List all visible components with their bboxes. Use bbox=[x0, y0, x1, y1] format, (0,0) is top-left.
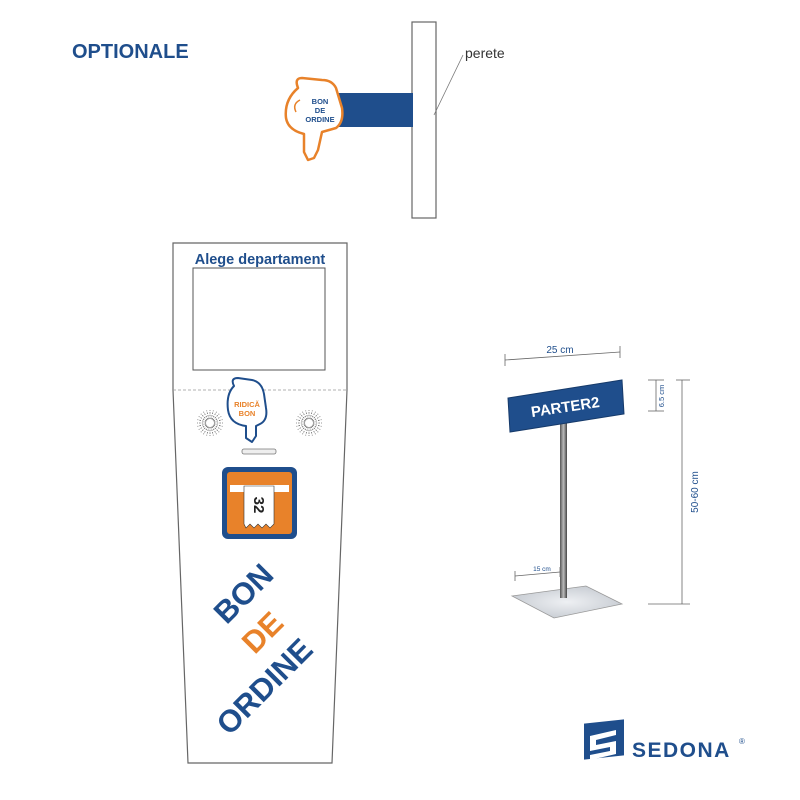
hand-sign-line2: DE bbox=[315, 106, 325, 115]
base-dimension-line bbox=[514, 571, 561, 577]
brand-name: SEDONA bbox=[632, 739, 731, 762]
base-label: 15 cm bbox=[533, 566, 551, 573]
hand-label-line1: RIDICĂ bbox=[234, 400, 260, 409]
left-speaker-icon bbox=[197, 410, 223, 436]
total-height-label: 50-60 cm bbox=[690, 471, 701, 513]
ticket-printer-icon bbox=[222, 467, 297, 539]
wall-label: perete bbox=[465, 45, 505, 61]
stand-pole bbox=[560, 418, 567, 598]
wall-panel bbox=[411, 21, 437, 219]
sedona-logo: SEDONA ® bbox=[584, 719, 745, 762]
wall-mounted-sign: perete BON DE ORDINE bbox=[284, 21, 505, 219]
sign-height-label: 6.5 cm bbox=[657, 385, 666, 408]
ticket-slot bbox=[241, 448, 277, 455]
kiosk-title: Alege departament bbox=[195, 252, 326, 268]
width-label: 25 cm bbox=[546, 345, 573, 356]
hand-label-line2: BON bbox=[239, 409, 256, 418]
floor-stand: 25 cm PARTER2 6.5 cm 50-60 cm 15 cm bbox=[504, 345, 701, 619]
hand-sign-line3: ORDINE bbox=[305, 115, 334, 124]
hand-sign-line1: BON bbox=[312, 97, 329, 106]
heading: OPTIONALE bbox=[72, 41, 189, 63]
width-dimension-line bbox=[504, 351, 621, 361]
kiosk-touchscreen bbox=[192, 267, 326, 371]
stand-sign-board bbox=[507, 379, 625, 433]
ridica-bon-hand-icon bbox=[226, 377, 268, 443]
wall-leader-line bbox=[433, 54, 464, 116]
ticket-kiosk: Alege departament RIDICĂ BON 32 BON DE O… bbox=[172, 242, 348, 764]
pointing-hand-icon bbox=[284, 76, 344, 162]
mounting-arm bbox=[336, 93, 413, 127]
sedona-emblem-icon bbox=[584, 719, 624, 760]
ticket-number: 32 bbox=[250, 497, 267, 514]
right-speaker-icon bbox=[296, 410, 322, 436]
brand-registered-mark: ® bbox=[739, 737, 745, 746]
